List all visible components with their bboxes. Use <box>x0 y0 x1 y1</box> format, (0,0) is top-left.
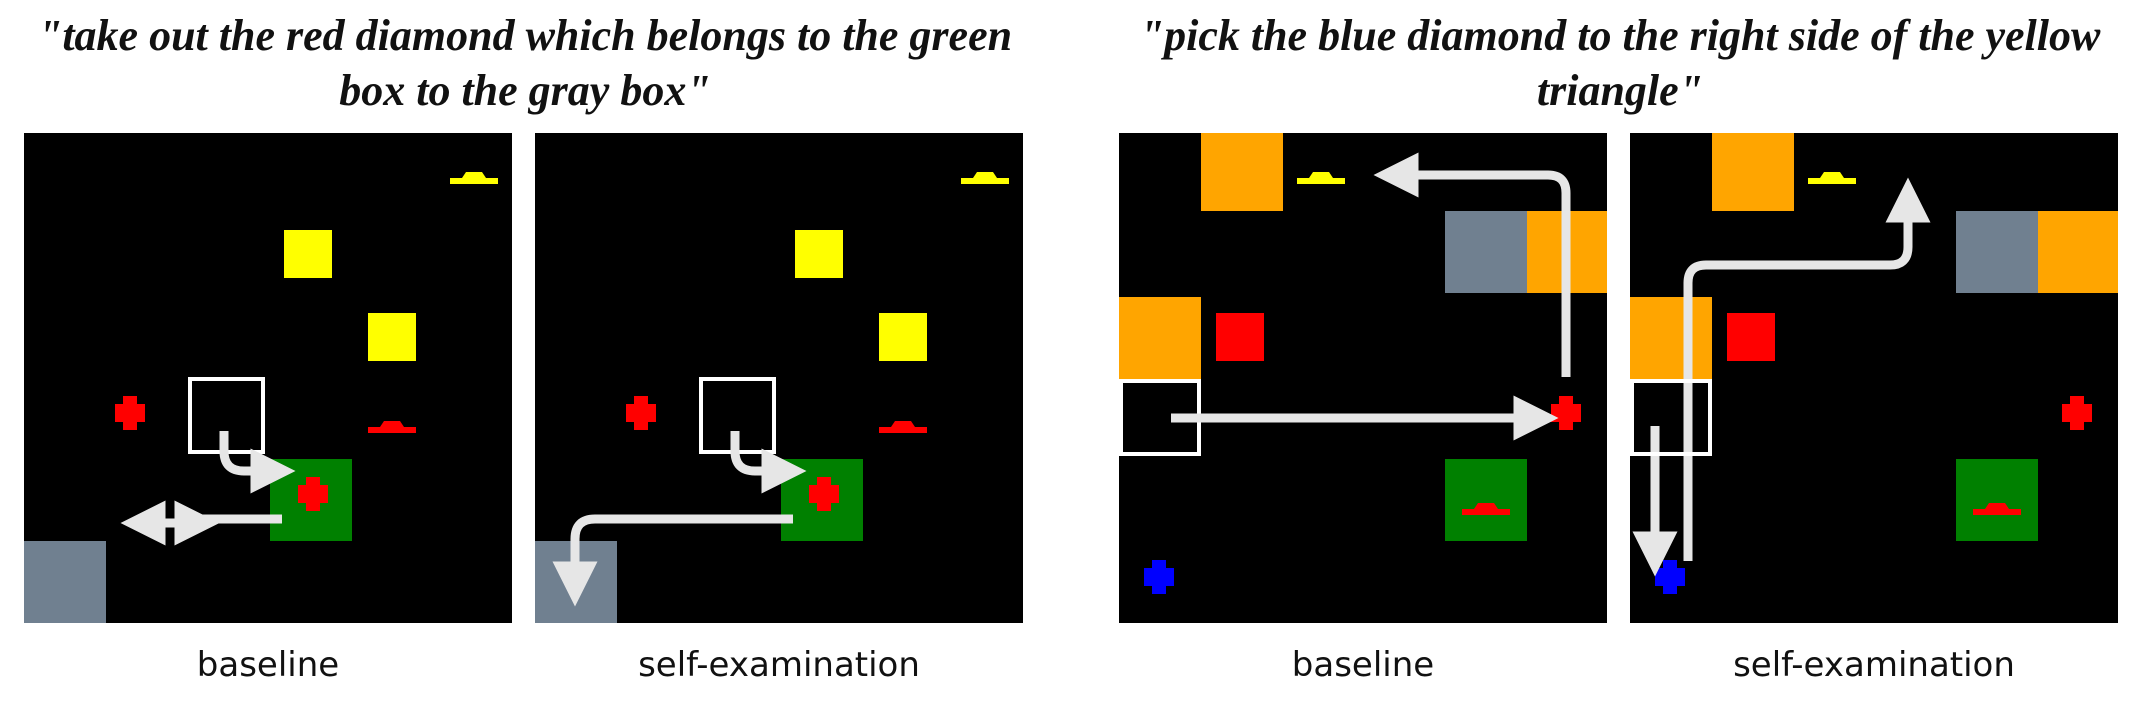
arrow-path <box>219 431 296 494</box>
arrow-path <box>552 514 793 607</box>
blue-diamond <box>1144 560 1174 594</box>
panel-label-self-examination: self-examination <box>1733 645 2015 685</box>
red-diamond <box>1551 396 1581 430</box>
panel-label-baseline: baseline <box>1291 645 1435 685</box>
blue-diamond <box>1655 560 1685 594</box>
arrow-path <box>1683 177 1931 561</box>
orange-box <box>1712 133 1794 211</box>
yellow-triangle <box>1297 172 1345 184</box>
grid-panel-1 <box>24 133 512 623</box>
grid-panel-4 <box>1630 133 2118 623</box>
green-box <box>1445 459 1527 541</box>
red-diamond <box>626 396 656 430</box>
cursor-box <box>1630 379 1712 456</box>
red-diamond-in-green-box <box>809 477 839 511</box>
arrow-path <box>730 431 807 494</box>
red-diamond <box>115 396 145 430</box>
red-diamond-in-green-box <box>298 477 328 511</box>
panel-label-self-examination: self-examination <box>638 645 920 685</box>
panel-label-baseline: baseline <box>196 645 340 685</box>
arrow-path <box>1373 152 1571 377</box>
grid-panel-3 <box>1119 133 1607 623</box>
yellow-triangle <box>450 172 498 184</box>
yellow-square <box>879 313 927 361</box>
orange-box <box>1201 133 1283 211</box>
grid-panel-2 <box>535 133 1023 623</box>
yellow-square <box>284 230 332 278</box>
red-square <box>1216 313 1264 361</box>
red-diamond <box>2062 396 2092 430</box>
gray-box <box>1445 211 1527 293</box>
yellow-triangle <box>961 172 1009 184</box>
orange-box <box>1630 297 1712 379</box>
instruction-caption-left: "take out the red diamond which belongs … <box>37 11 1013 115</box>
yellow-square <box>368 313 416 361</box>
red-square <box>1727 313 1775 361</box>
orange-box <box>1119 297 1201 379</box>
red-triangle-in-green-box <box>1462 503 1510 515</box>
red-triangle <box>879 421 927 433</box>
orange-box <box>2038 211 2118 293</box>
instruction-caption-right: "pick the blue diamond to the right side… <box>1139 11 2101 115</box>
red-triangle-in-green-box <box>1973 503 2021 515</box>
green-box <box>1956 459 2038 541</box>
yellow-triangle <box>1808 172 1856 184</box>
yellow-square <box>795 230 843 278</box>
gray-box <box>24 541 106 623</box>
red-triangle <box>368 421 416 433</box>
gray-box <box>1956 211 2038 293</box>
